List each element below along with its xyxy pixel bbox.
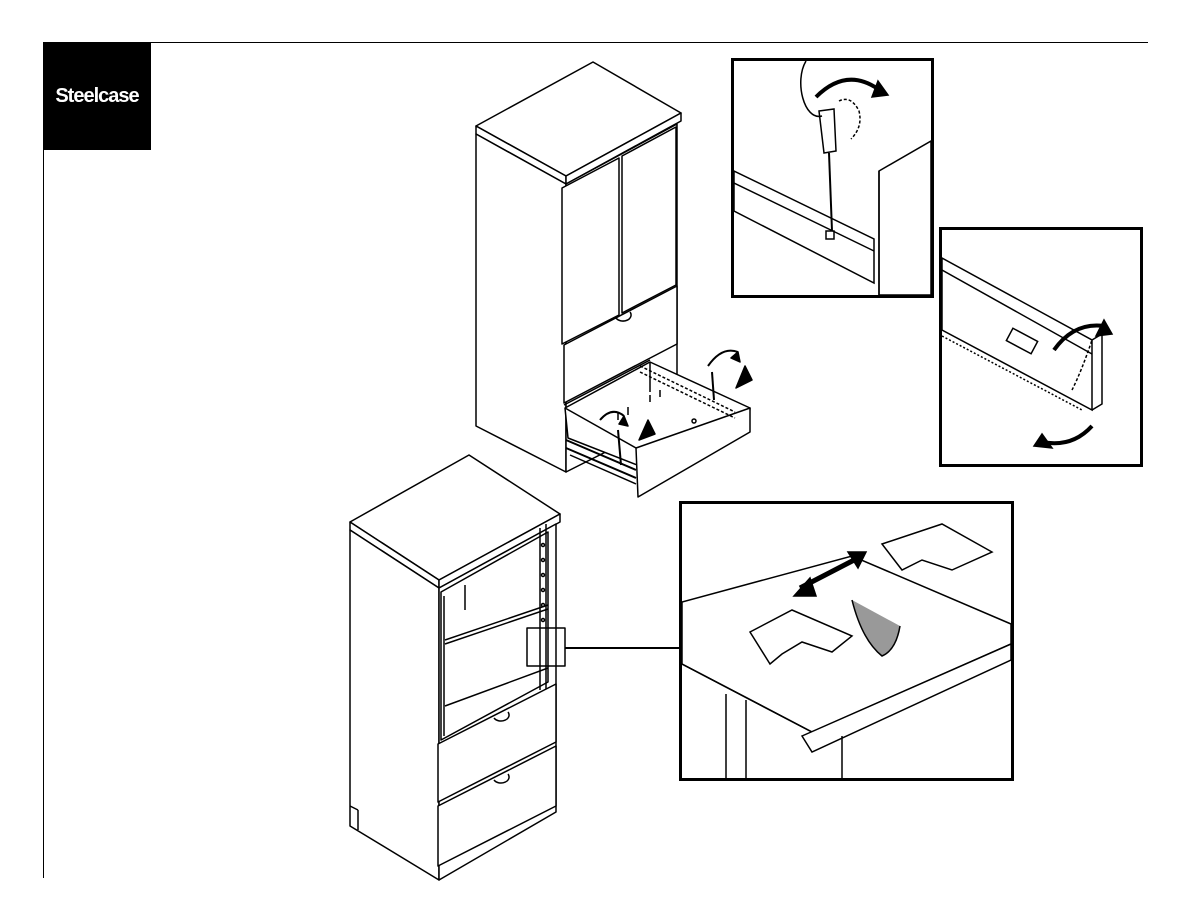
rail-rotate-icon [942, 230, 1140, 464]
bracket-slide-icon [682, 504, 1011, 778]
upper-cabinet [476, 62, 752, 497]
inset-screwdriver-detail [731, 58, 934, 298]
lower-cabinet [350, 455, 680, 880]
inset-bracket-detail [679, 501, 1014, 781]
inset-rail-detail [939, 227, 1143, 467]
screwdriver-icon [734, 61, 931, 295]
